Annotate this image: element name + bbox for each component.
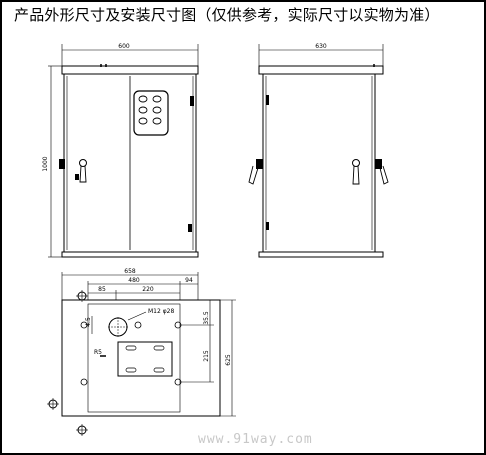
inner-width-label: 480 [128, 277, 140, 284]
spacing-label: 85 [98, 286, 106, 293]
front-width-label: 600 [118, 43, 130, 50]
side-hinges [266, 95, 269, 230]
inner-frame [87, 303, 181, 413]
front-window [133, 90, 169, 136]
watermark: www.91way.com [198, 432, 313, 447]
top-offset-label: 35.5 [203, 311, 210, 325]
slotted-bracket [117, 341, 173, 377]
span-label: 220 [142, 286, 154, 293]
side-handle-left [248, 159, 263, 185]
mounting-feet [47, 290, 88, 436]
mid-label: 215 [203, 350, 210, 362]
hole-note: M12 φ28 [148, 308, 174, 315]
front-hinges [188, 96, 194, 232]
front-height-label: 1000 [42, 156, 49, 171]
side-view [248, 44, 389, 258]
overall-width-label: 658 [124, 268, 136, 275]
slot-label: R5 [94, 349, 102, 356]
base-plate [61, 299, 221, 417]
side-depth-label: 630 [315, 43, 327, 50]
side-cabinet-body [262, 73, 376, 253]
dimension-labels: 600 1000 630 658 480 94 85 220 M12 φ28 3… [42, 43, 327, 366]
edge-label: 94 [185, 277, 193, 284]
side-handle-right [352, 159, 389, 185]
front-view [48, 44, 199, 258]
side-plinth [258, 251, 384, 258]
side-top-cap [258, 65, 384, 75]
plate-height-label: 625 [225, 354, 232, 366]
drawing-title: 产品外形尺寸及安装尺寸图（仅供参考，实际尺寸以实物为准） [14, 6, 440, 24]
front-handle [59, 159, 87, 183]
bracket-slots [125, 345, 165, 373]
meter-cutouts [138, 95, 162, 125]
front-plinth [61, 251, 199, 258]
side-hole-label: 4.5 [85, 317, 92, 327]
installation-view [47, 272, 236, 436]
front-top-cap [61, 65, 199, 75]
